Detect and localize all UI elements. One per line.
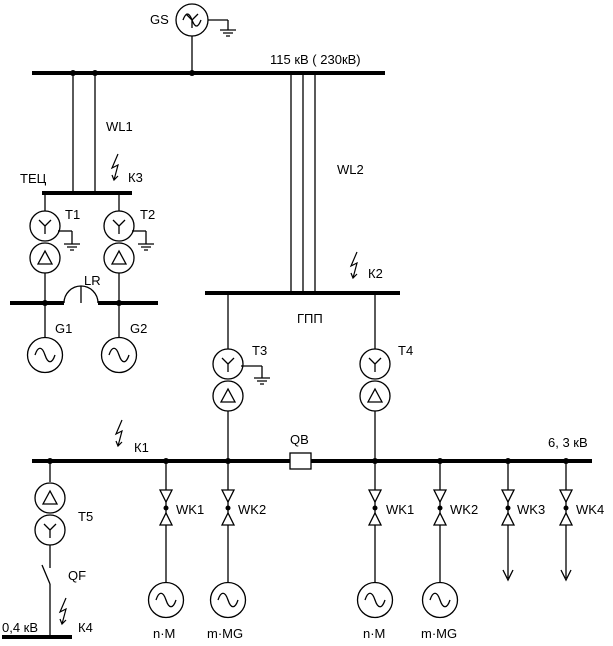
motor-left-label: n·M <box>153 626 175 641</box>
feeder-wk3 <box>500 461 516 582</box>
wk3-label: WK3 <box>517 502 545 517</box>
t1-label: T1 <box>65 207 80 222</box>
feeder-wk2-left <box>220 461 236 582</box>
feeders <box>158 461 574 582</box>
motor-right-label: n·M <box>363 626 385 641</box>
generator-g2-icon <box>100 336 138 374</box>
hv-voltage-label: 115 кВ ( 230кВ) <box>270 52 361 67</box>
transformer-t1 <box>29 193 81 303</box>
fault-k1-icon <box>115 419 123 447</box>
fault-k4-icon <box>59 597 67 625</box>
t4-label: T4 <box>398 343 413 358</box>
transformer-t5 <box>34 461 66 568</box>
k3-label: К3 <box>128 170 143 185</box>
feeder-wk4 <box>558 461 574 582</box>
mg-right-label: m·MG <box>421 626 457 641</box>
gpp-label: ГПП <box>297 311 323 326</box>
feeder-wk2-right <box>432 461 448 582</box>
transformer-t2 <box>103 193 155 303</box>
fault-k3-icon <box>111 153 119 181</box>
tec-label: ТЕЦ <box>20 171 47 186</box>
fault-k2-icon <box>350 251 358 279</box>
bus-coupler-qb <box>289 452 312 470</box>
wk2-left-label: WK2 <box>238 502 266 517</box>
line-wl1 <box>70 70 195 191</box>
g1-label: G1 <box>55 321 72 336</box>
g2-label: G2 <box>130 321 147 336</box>
feeder-wk1-left <box>158 461 174 582</box>
wl1-label: WL1 <box>106 119 133 134</box>
grid-source-gs <box>175 3 236 73</box>
breaker-qf <box>41 564 51 637</box>
qf-label: QF <box>68 568 86 583</box>
wk1-right-label: WK1 <box>386 502 414 517</box>
lr-label: LR <box>84 273 101 288</box>
t2-label: T2 <box>140 207 155 222</box>
generator-bus <box>10 285 158 306</box>
k4-label: К4 <box>78 620 93 635</box>
motor-right-icon <box>356 581 394 619</box>
wl2-label: WL2 <box>337 162 364 177</box>
k1-label: К1 <box>134 440 149 455</box>
wk4-label: WK4 <box>576 502 604 517</box>
motor-left-icon <box>147 581 185 619</box>
line-wl2 <box>290 73 316 293</box>
t3-label: T3 <box>252 343 267 358</box>
lv-voltage-label: 0,4 кВ <box>2 620 38 635</box>
qb-label: QB <box>290 432 309 447</box>
t5-label: T5 <box>78 509 93 524</box>
gs-label: GS <box>150 12 169 27</box>
feeder-wk1-right <box>367 461 383 582</box>
wk2-right-label: WK2 <box>450 502 478 517</box>
mv-voltage-label: 6, 3 кВ <box>548 435 588 450</box>
wk1-left-label: WK1 <box>176 502 204 517</box>
motor-generator-left-icon <box>209 581 247 619</box>
transformer-t3 <box>212 293 271 461</box>
k2-label: К2 <box>368 266 383 281</box>
transformer-t4 <box>359 293 391 461</box>
motor-generator-right-icon <box>421 581 459 619</box>
mg-left-label: m·MG <box>207 626 243 641</box>
generator-g1-icon <box>26 336 64 374</box>
